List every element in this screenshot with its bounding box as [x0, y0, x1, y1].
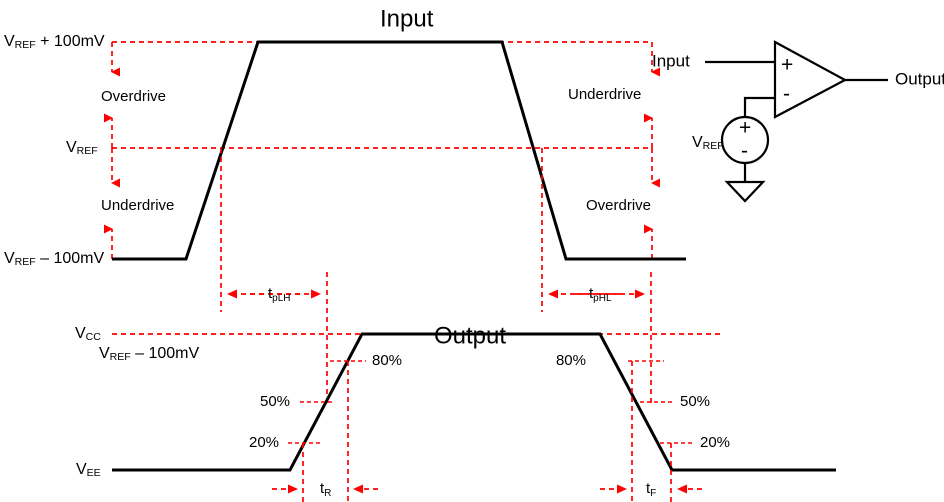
comparator-minus-wire [743, 96, 775, 117]
svg-text:tpHL: tpHL [589, 285, 612, 304]
label-vee: VEE [76, 461, 101, 479]
label-fall-80: 80% [556, 352, 586, 369]
label-fall-50: 50% [680, 393, 710, 410]
svg-text:VREF: VREF [66, 139, 98, 157]
input-title: Input [380, 5, 434, 32]
output-waveform [112, 332, 836, 472]
svg-text:tR: tR [320, 480, 331, 499]
label-vcc-note: VREF – 100mV [99, 345, 199, 363]
svg-text:VREF: VREF [692, 134, 724, 152]
label-minus-terminal: - [783, 83, 790, 106]
label-tphl: tpHL [589, 285, 612, 304]
label-overdrive-left: Overdrive [101, 88, 166, 105]
label-source-minus: - [741, 140, 748, 163]
output-title: Output [434, 322, 506, 349]
label-rise-50: 50% [260, 393, 290, 410]
label-rise-80: 80% [372, 352, 402, 369]
label-fall-20: 20% [700, 434, 730, 451]
label-circuit-input: Input [652, 51, 690, 70]
label-tr: tR [320, 480, 331, 499]
label-circuit-output: Output [895, 69, 944, 88]
label-plus-terminal: + [781, 54, 793, 77]
label-source-plus: + [739, 117, 751, 140]
label-vref-plus-100: VREF + 100mV [4, 33, 105, 51]
comparator-triangle [773, 40, 848, 119]
label-overdrive-right: Overdrive [586, 197, 651, 214]
svg-text:VREF – 100mV: VREF – 100mV [99, 345, 199, 363]
label-vref: VREF [66, 139, 98, 157]
svg-text:tpLH: tpLH [268, 285, 291, 304]
label-underdrive-left: Underdrive [101, 197, 174, 214]
svg-text:tF: tF [646, 480, 656, 499]
label-tf: tF [646, 480, 656, 499]
label-circuit-vref: VREF [692, 134, 724, 152]
label-tplh: tpLH [268, 285, 291, 304]
svg-text:VCC: VCC [75, 325, 101, 343]
svg-text:VEE: VEE [76, 461, 101, 479]
svg-text:VREF – 100mV: VREF – 100mV [4, 250, 104, 268]
ground-symbol [724, 180, 766, 203]
label-underdrive-right: Underdrive [568, 86, 641, 103]
svg-text:VREF + 100mV: VREF + 100mV [4, 33, 105, 51]
input-waveform [112, 40, 686, 261]
label-rise-20: 20% [249, 434, 279, 451]
label-vref-minus-100: VREF – 100mV [4, 250, 104, 268]
label-vcc: VCC [75, 325, 101, 343]
